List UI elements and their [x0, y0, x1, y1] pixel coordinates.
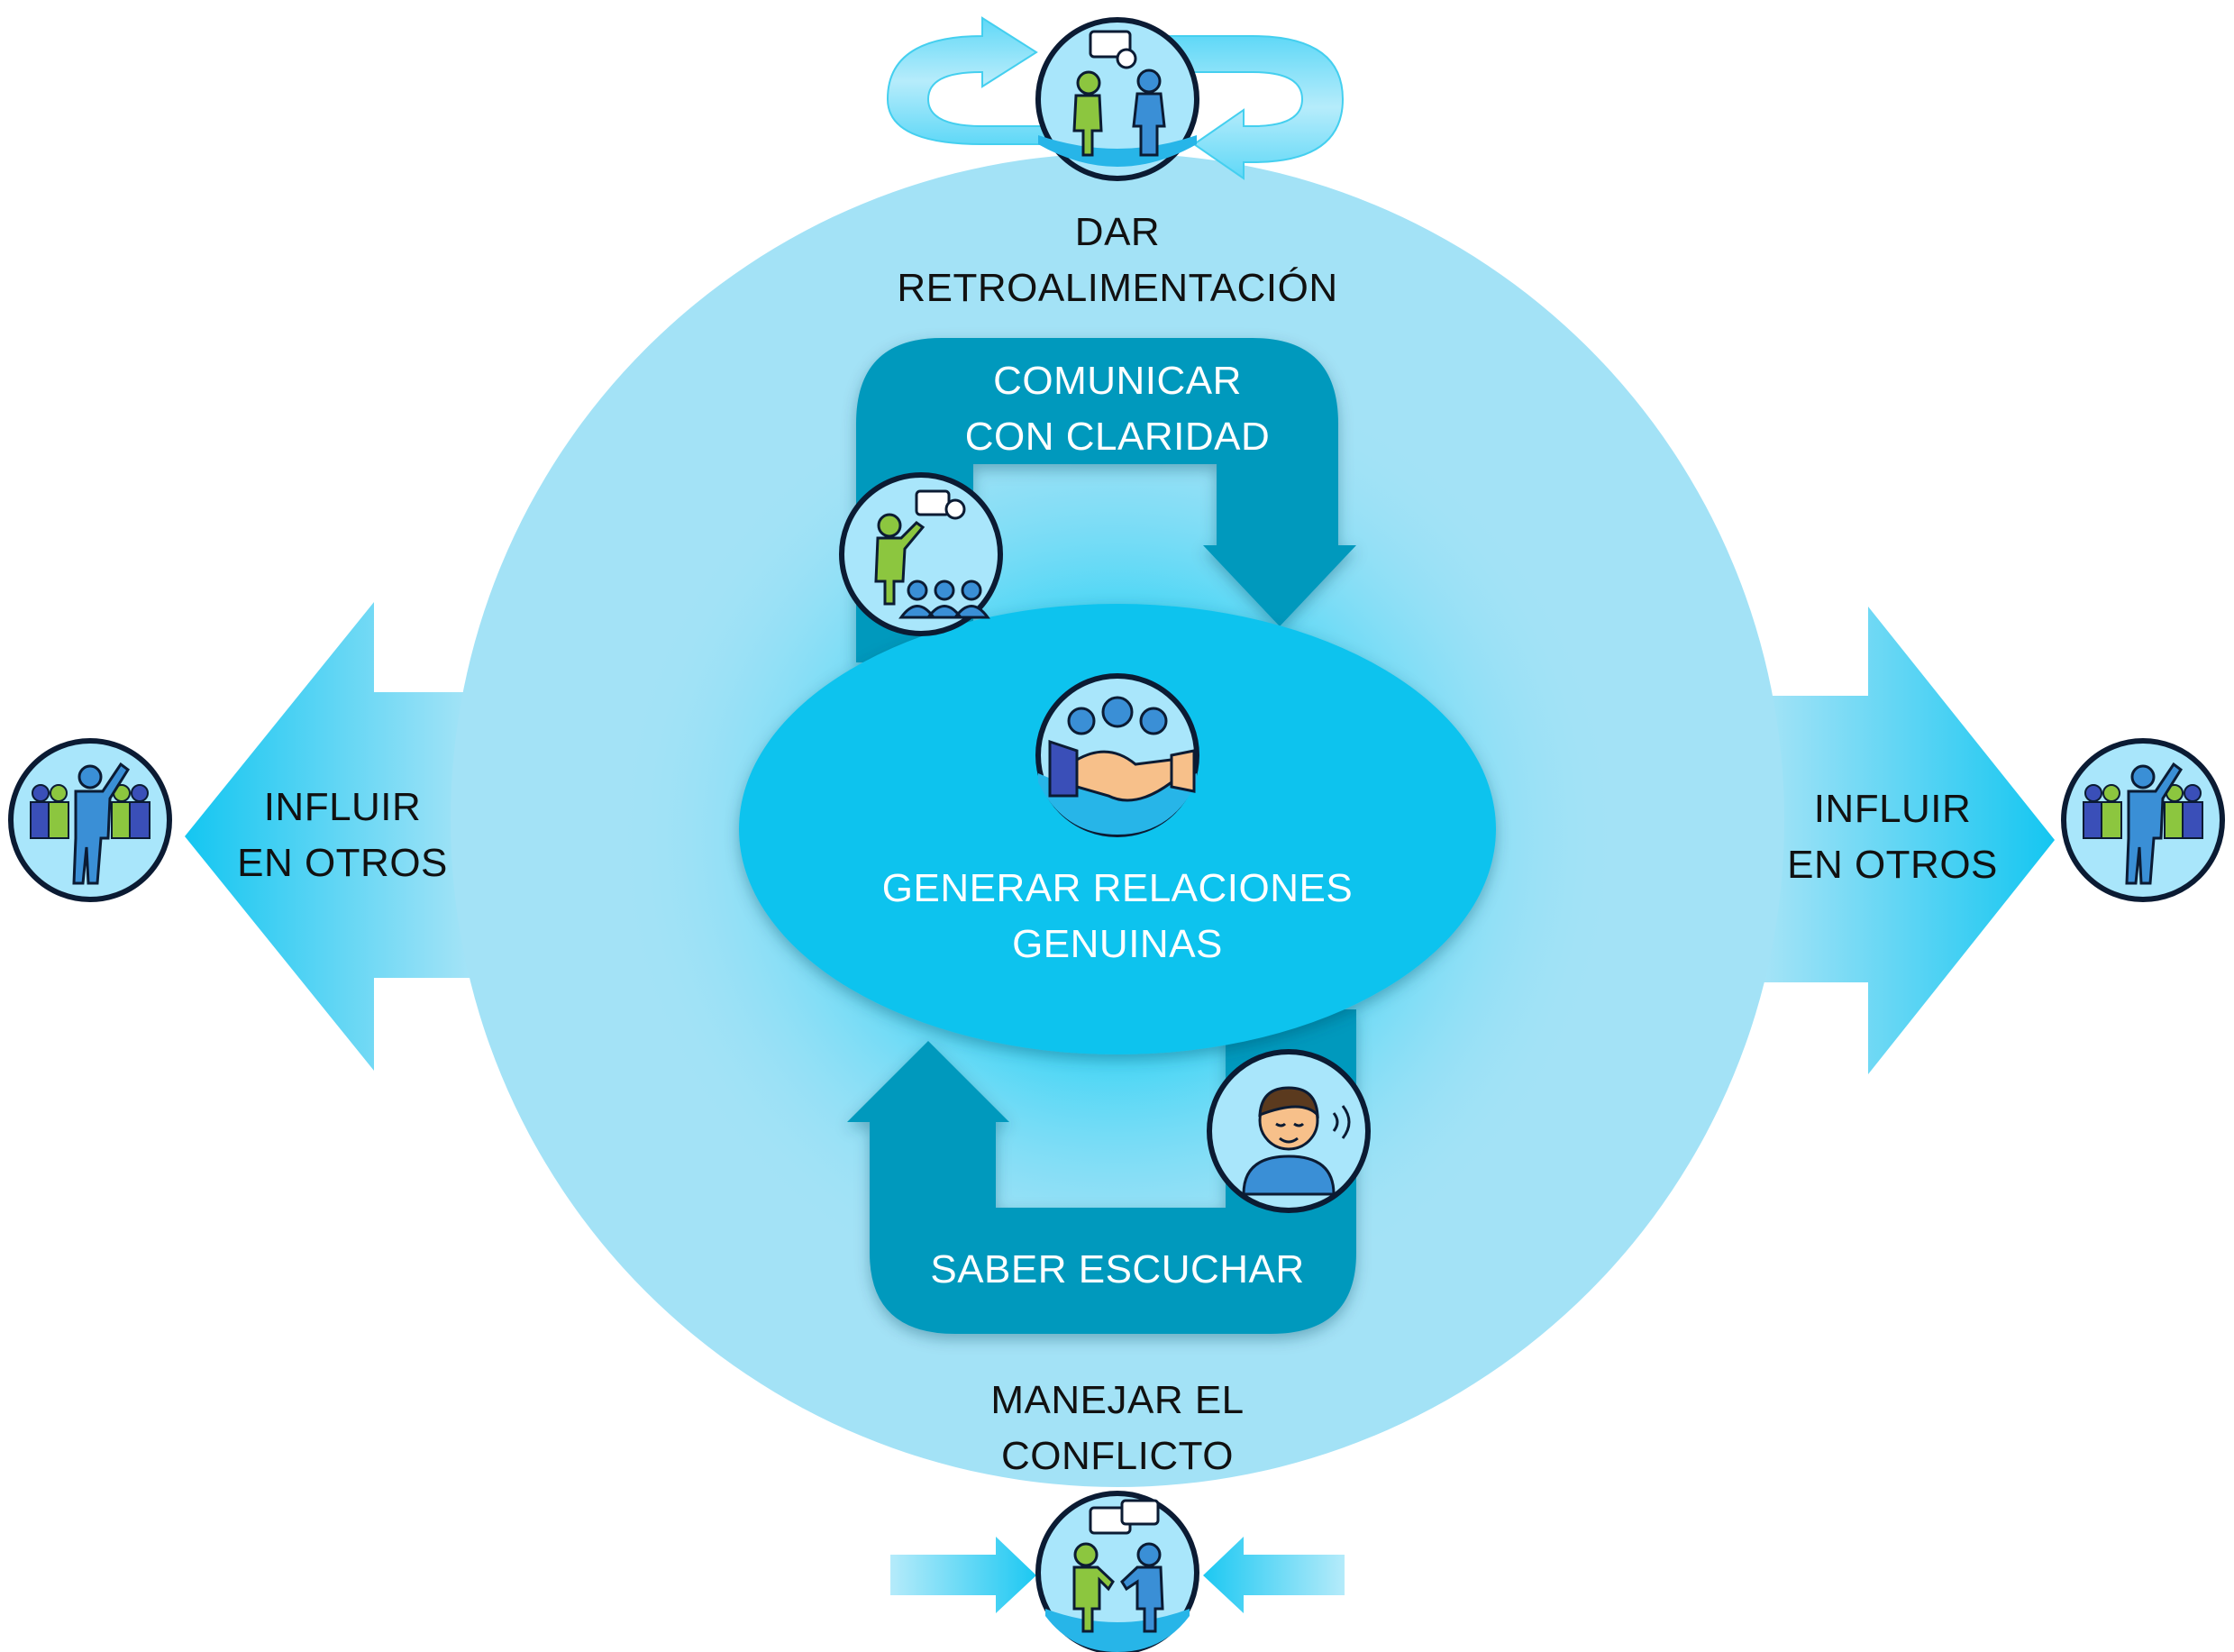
presenter-audience-icon	[839, 472, 1003, 636]
right-label-line2: EN OTROS	[1787, 843, 1998, 887]
communicate-arrow	[856, 338, 1356, 662]
handshake-group-icon	[1035, 673, 1199, 837]
center-label: GENERAR RELACIONES GENUINAS	[847, 861, 1388, 972]
listen-label-line1: SABER ESCUCHAR	[930, 1247, 1305, 1291]
two-people-dialogue-icon	[1035, 1491, 1199, 1652]
leader-group-icon-left	[8, 738, 172, 902]
bottom-right-arrow	[1203, 1537, 1345, 1613]
top-label-line1: DAR	[1074, 210, 1161, 254]
left-label-line2: EN OTROS	[237, 841, 448, 885]
communicate-label: COMUNICAR CON CLARIDAD	[937, 353, 1298, 465]
listen-label: SABER ESCUCHAR	[901, 1242, 1334, 1298]
right-influence-arrow	[1756, 607, 2055, 1074]
listening-person-icon	[1207, 1049, 1371, 1213]
left-label-line1: INFLUIR	[263, 785, 422, 829]
communicate-label-line2: CON CLARIDAD	[964, 415, 1271, 459]
bottom-label-line2: CONFLICTO	[1001, 1434, 1234, 1478]
top-label-line2: RETROALIMENTACIÓN	[897, 266, 1338, 310]
left-label: INFLUIR EN OTROS	[207, 780, 478, 891]
center-label-line1: GENERAR RELACIONES	[881, 866, 1354, 910]
center-label-line2: GENUINAS	[1012, 922, 1223, 966]
right-label: INFLUIR EN OTROS	[1757, 781, 2028, 893]
bottom-left-arrow	[890, 1537, 1036, 1613]
feedback-loop-shape-right	[1162, 35, 1345, 180]
bottom-label: MANEJAR EL CONFLICTO	[937, 1373, 1298, 1484]
communicate-label-line1: COMUNICAR	[993, 359, 1242, 403]
leader-group-icon-right	[2061, 738, 2225, 902]
right-label-line1: INFLUIR	[1813, 787, 1972, 831]
left-influence-arrow	[185, 602, 478, 1071]
feedback-conversation-icon	[1035, 17, 1199, 181]
top-label: DAR RETROALIMENTACIÓN	[892, 205, 1343, 316]
bottom-label-line1: MANEJAR EL	[990, 1378, 1245, 1422]
